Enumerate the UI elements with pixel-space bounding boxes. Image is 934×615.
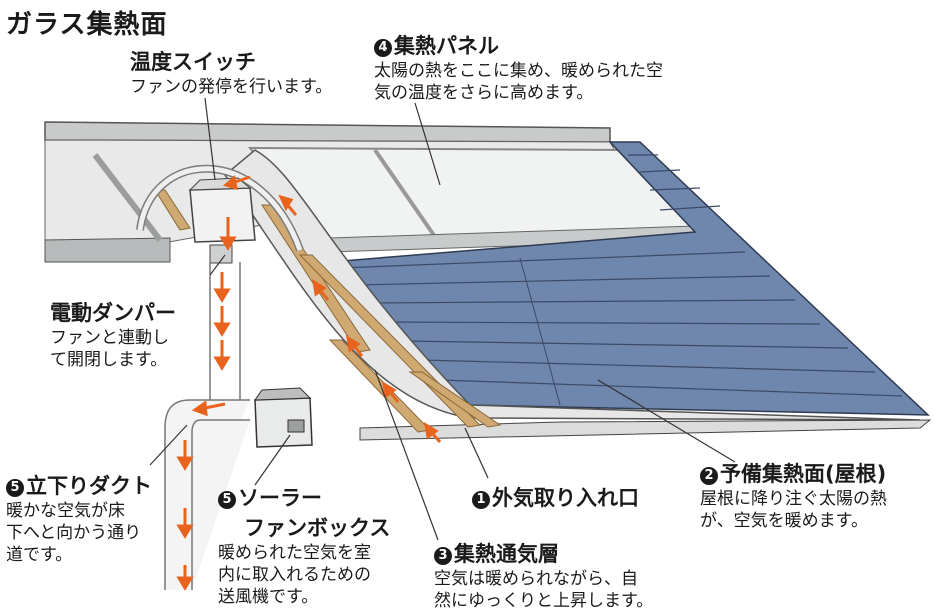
airlayer-number: 3 [434, 547, 452, 565]
duct-number: 5 [6, 479, 24, 497]
intake-number: 1 [472, 491, 490, 509]
damper-text-1: ファンと連動し [50, 328, 169, 348]
roof-text-2: が、空気を暖めます。 [700, 511, 868, 531]
base-board [359, 419, 932, 441]
duct-text-3: 道です。 [6, 545, 73, 565]
duct-text-2: 下へと向かう通り [6, 523, 142, 543]
wall-beam [44, 121, 611, 143]
damper-title: 電動ダンパー [50, 301, 176, 325]
label-temp-switch: 温度スイッチ ファンの発停を行います。 [130, 46, 332, 98]
panel-number: 4 [374, 39, 392, 57]
duct-text-1: 暖かな空気が床 [6, 501, 125, 521]
damper-text-2: て開閉します。 [50, 350, 168, 370]
fanbox-number: 5 [218, 491, 236, 509]
panel-divider [373, 148, 442, 246]
roof-shingle-lines [339, 154, 903, 397]
roof-title: 予備集熱面(屋根) [720, 462, 887, 486]
airflow-arrows [176, 175, 442, 591]
panel-text-2: 気の温度をさらに高めます。 [374, 83, 594, 103]
fan-grille [287, 419, 305, 433]
duct-title: 立下りダクト [26, 474, 152, 498]
temp-switch-title: 温度スイッチ [130, 50, 256, 74]
damper-box [209, 244, 233, 264]
fanbox-title-1: ソーラー [238, 486, 322, 510]
roof-number: 2 [700, 467, 718, 485]
arch-duct-inner [137, 166, 303, 251]
fanbox-title-2: ファンボックス [244, 516, 391, 540]
intake-title: 外気取り入れ口 [492, 486, 639, 510]
fan-box-top [254, 387, 312, 401]
temp-switch-text: ファンの発停を行います。 [130, 77, 333, 97]
panel-title: 集熱パネル [394, 34, 499, 58]
roof-shingle-v1 [519, 257, 561, 406]
fanbox-text-1: 暖められた空気を室 [218, 543, 371, 563]
airlayer-title: 集熱通気層 [454, 542, 559, 566]
downflow-duct-fill [166, 430, 191, 590]
wall-lower [44, 237, 171, 263]
panel-bracket-1 [92, 153, 163, 242]
vertical-pipe [209, 262, 241, 400]
fanbox-text-3: 送風機です。 [218, 587, 319, 607]
fanbox-text-2: 内に取入れるための [218, 565, 371, 585]
page-title: ガラス集熱面 [6, 10, 168, 40]
airlayer-text-2: 然にゆっくりと上昇します。 [434, 591, 654, 611]
wooden-battens [154, 189, 502, 433]
airlayer-text-1: 空気は暖められながら、自 [434, 569, 638, 589]
leader-lines [149, 97, 736, 541]
label-damper: 電動ダンパー ファンと連動し て開閉します。 [50, 297, 176, 371]
roof-text-1: 屋根に降り注ぐ太陽の熱 [700, 489, 887, 509]
panel-text-1: 太陽の熱をここに集め、暖められた空 [374, 61, 663, 81]
switch-box [189, 187, 256, 243]
